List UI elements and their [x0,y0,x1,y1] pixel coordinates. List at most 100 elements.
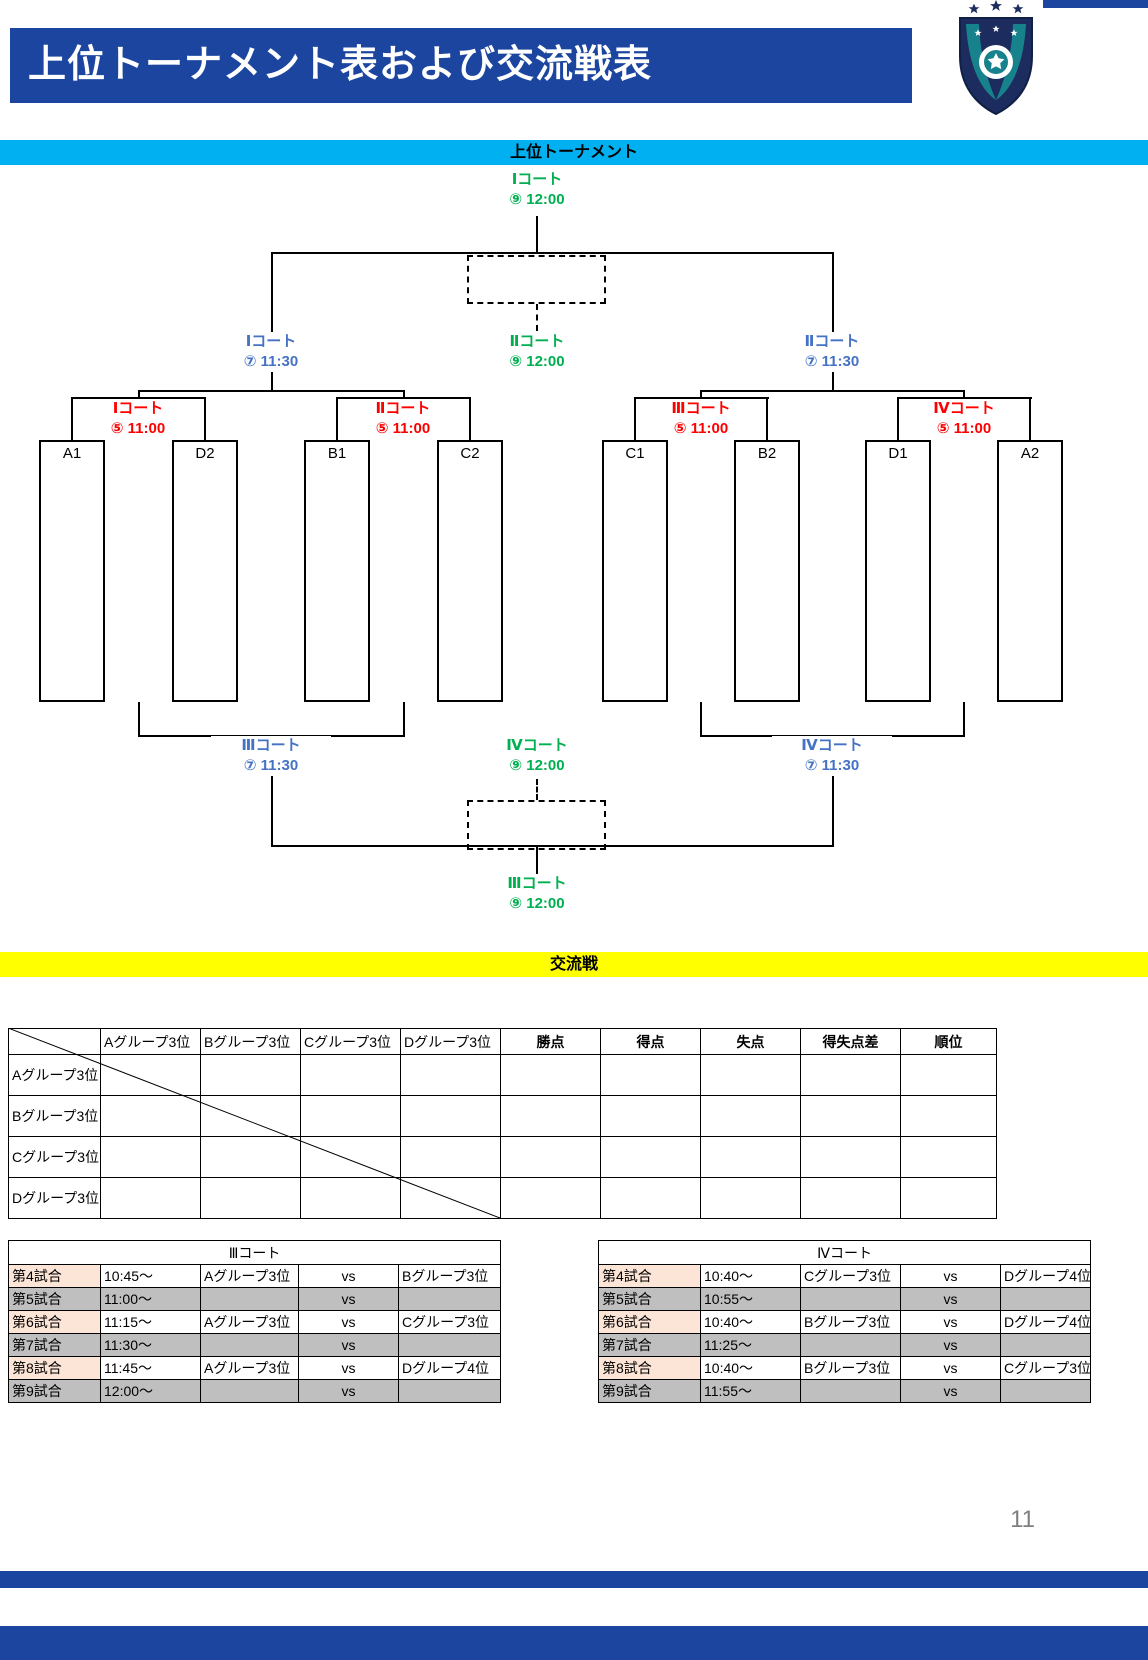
court-name: Ⅱコート [509,333,565,350]
exchange-section-banner: 交流戦 [0,952,1148,977]
court-name: Ⅰコート [112,400,164,417]
connector-line [138,702,140,735]
match-time: ⑤ 11:00 [936,420,992,437]
result-cell [200,1136,301,1178]
schedule-table-court3: Ⅲコート 第4試合 10:45～ Aグループ3位 vs Bグループ3位 第5試合… [7,1240,502,1403]
match-name: 第7試合 [598,1333,701,1357]
quarterfinal-4-court-label: Ⅳコート ⑤ 11:00 [904,399,1024,439]
col-header: 順位 [900,1028,997,1055]
page-number: 11 [1010,1506,1035,1533]
match-time: ⑦ 11:30 [804,757,860,774]
connector-line [71,397,73,440]
connector-line [634,397,636,440]
match-name: 第7試合 [8,1333,101,1357]
away-team: Cグループ3位 [397,1310,502,1334]
match-name: 第9試合 [8,1379,101,1403]
result-cell [900,1177,997,1219]
connector-line [832,252,834,390]
slot-label: C1 [625,445,645,462]
connector-line [766,397,768,440]
title-bar: 上位トーナメント表および交流戦表 [10,28,912,103]
home-team [200,1333,299,1357]
match-name: 第6試合 [598,1310,701,1334]
col-header: Cグループ3位 [300,1028,401,1055]
match-time: 10:45～ [100,1264,201,1288]
consolation-center-court-label: Ⅳコート ⑨ 12:00 [477,736,597,776]
quarterfinal-2-court-label: Ⅱコート ⑤ 11:00 [343,399,463,439]
footer-accent-bar-upper [0,1571,1148,1588]
connector-line [700,702,702,735]
schedule-title: Ⅳコート [597,1240,1092,1265]
connector-line [204,397,206,440]
quarterfinal-3-court-label: Ⅲコート ⑤ 11:00 [641,399,761,439]
row-header: Dグループ3位 [8,1177,101,1219]
slot-box-a2: A2 [997,440,1063,702]
match-time: ⑦ 11:30 [243,353,299,370]
col-header: 勝点 [500,1028,601,1055]
consolation-right-court-label: Ⅳコート ⑦ 11:30 [772,736,892,776]
consolation-left-court-label: Ⅲコート ⑦ 11:30 [211,736,331,776]
away-team: Bグループ3位 [397,1264,502,1288]
court-name: Ⅲコート [241,737,301,754]
match-name: 第4試合 [8,1264,101,1288]
schedule-title: Ⅲコート [7,1240,502,1265]
row-header: Cグループ3位 [8,1136,101,1178]
home-team [200,1379,299,1403]
result-cell [400,1136,501,1178]
result-cell [900,1136,997,1178]
crossover-standings-table: Aグループ3位 Bグループ3位 Cグループ3位 Dグループ3位 勝点 得点 失点… [8,1028,997,1219]
vs-label: vs [900,1356,1001,1380]
result-cell [200,1054,301,1096]
result-cell [600,1177,701,1219]
result-cell [400,1177,501,1219]
col-header: 得失点差 [800,1028,901,1055]
slot-label: B1 [327,445,347,462]
slot-label: D1 [888,445,908,462]
connector-line-dashed [536,779,538,800]
result-cell [600,1054,701,1096]
final-court-label: Ⅰコート ⑨ 12:00 [477,170,597,210]
col-header: Dグループ3位 [400,1028,501,1055]
connector-line [832,735,834,846]
court-name: Ⅳコート [933,400,995,417]
connector-line [536,845,538,874]
home-team [800,1379,901,1403]
result-cell [300,1177,401,1219]
result-cell [100,1054,201,1096]
slot-box-b1: B1 [304,440,370,702]
page-title: 上位トーナメント表および交流戦表 [28,44,653,86]
match-name: 第9試合 [598,1379,701,1403]
slot-label: D2 [195,445,215,462]
result-cell [800,1095,901,1137]
col-header: 失点 [700,1028,801,1055]
home-team: Aグループ3位 [200,1310,299,1334]
match-name: 第4試合 [598,1264,701,1288]
col-header: Bグループ3位 [200,1028,301,1055]
semifinal-right-court-label: Ⅱコート ⑦ 11:30 [772,332,892,372]
away-team [397,1379,502,1403]
vs-label: vs [900,1310,1001,1334]
connector-line [1029,397,1031,440]
court-name: Ⅲコート [507,875,567,892]
match-time: ⑦ 11:30 [804,353,860,370]
footer-accent-bar-lower [0,1626,1148,1660]
match-time: 11:15～ [100,1310,201,1334]
connector-line [536,216,538,252]
home-team: Bグループ3位 [800,1356,901,1380]
connector-line [634,397,769,399]
result-cell [700,1177,801,1219]
result-cell [600,1095,701,1137]
match-name: 第5試合 [598,1287,701,1311]
result-cell [500,1177,601,1219]
club-crest-logo [959,0,1033,116]
connector-line [403,702,405,735]
match-time: ⑨ 12:00 [509,191,565,208]
connector-line [897,397,899,440]
vs-label: vs [298,1310,399,1334]
result-cell [300,1136,401,1178]
connector-line [336,397,471,399]
slot-box-b2: B2 [734,440,800,702]
match-time: ⑤ 11:00 [375,420,431,437]
connector-line [271,252,834,254]
vs-label: vs [900,1264,1001,1288]
